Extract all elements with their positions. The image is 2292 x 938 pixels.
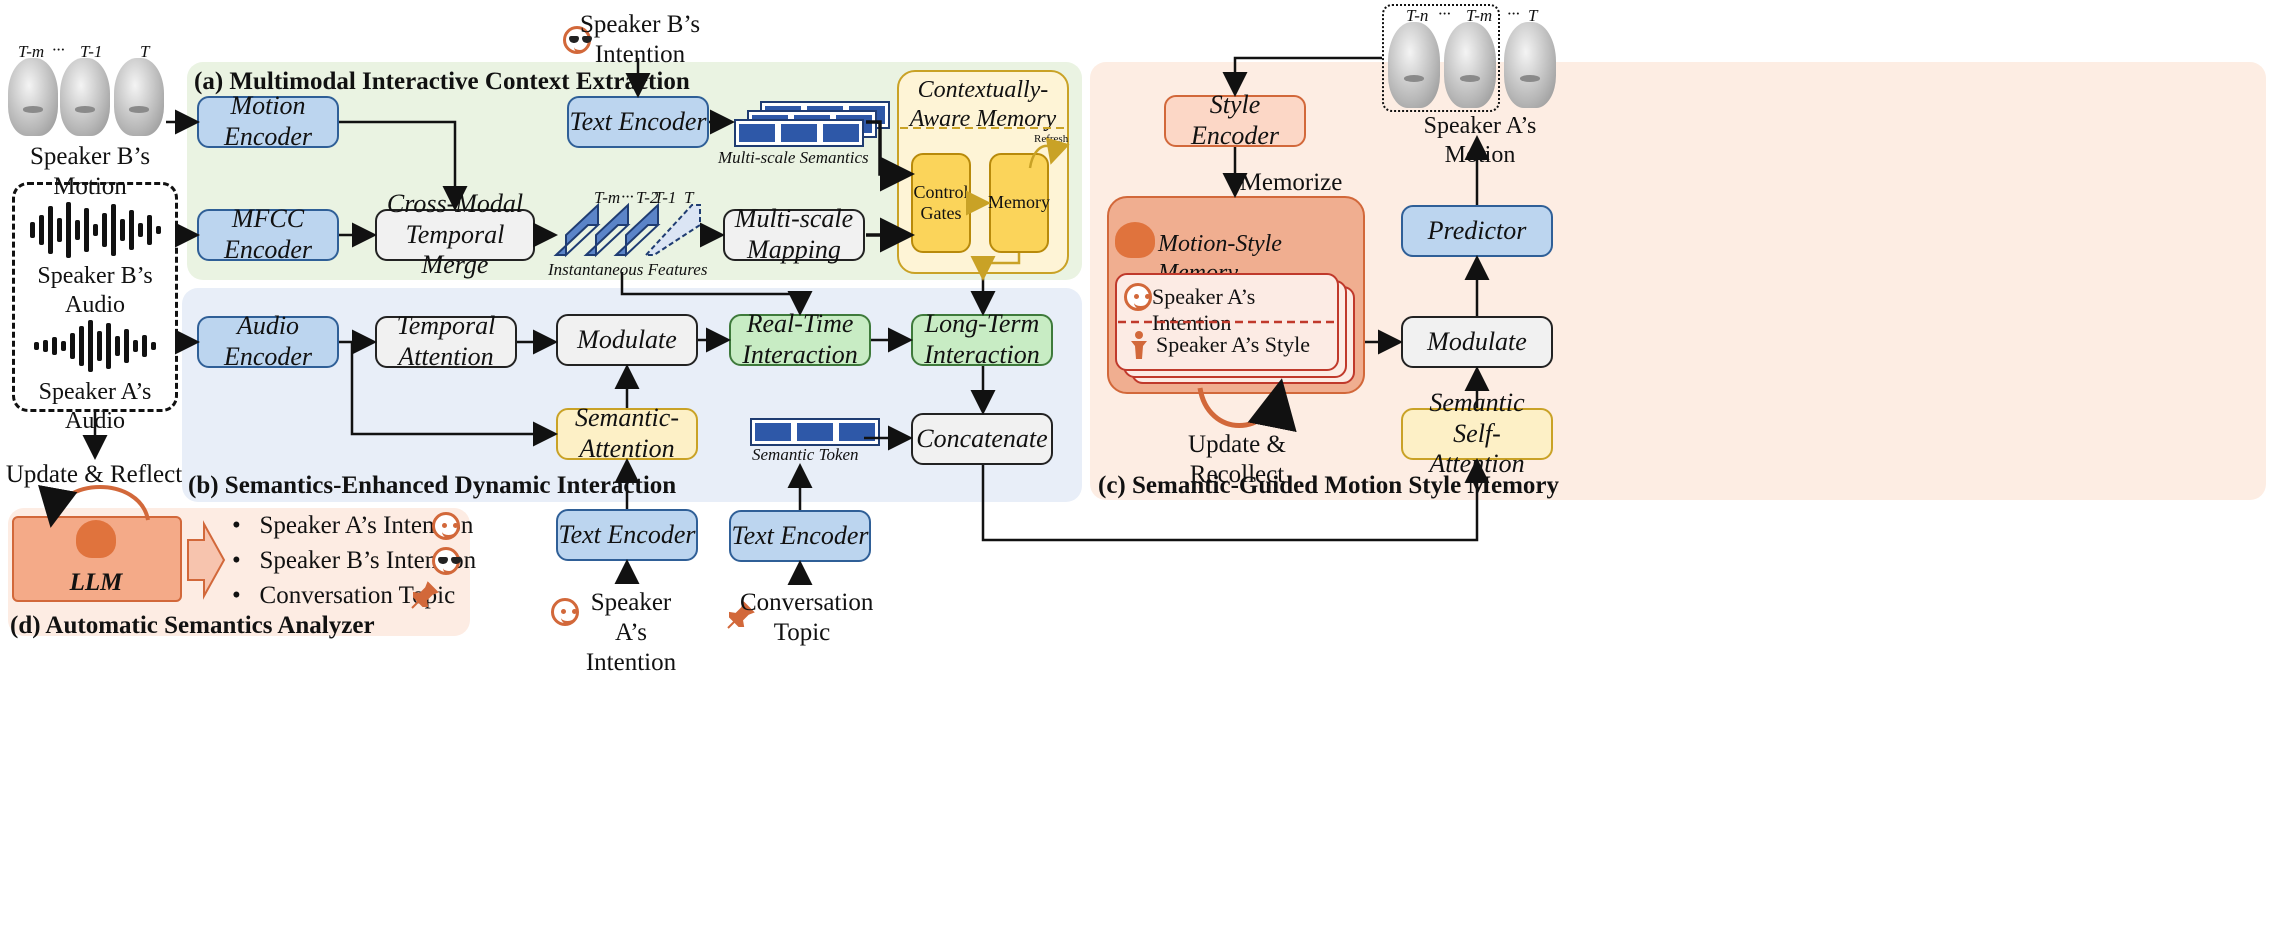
audio-input-group (12, 182, 178, 412)
audio-encoder: Audio Encoder (197, 311, 339, 371)
region-a-title: (a) Multimodal Interactive Context Extra… (194, 68, 690, 95)
update-recollect-label: Update & Recollect (1188, 431, 1286, 488)
region-b-title: (b) Semantics-Enhanced Dynamic Interacti… (188, 472, 677, 499)
frame-label-a-1: T-n (1406, 6, 1429, 25)
speaker-b-intention-icon (563, 26, 591, 54)
speaker-a-intention-label: Speaker A’s Intention (585, 589, 677, 676)
speaker-a-intention-card-label: Speaker A’s Intention (1152, 284, 1256, 336)
contextually-aware-memory-title: Contextually- Aware Memory (909, 77, 1057, 132)
speaker-b-head-2 (60, 58, 110, 136)
region-d-title: (d) Automatic Semantics Analyzer (10, 612, 375, 639)
motion-encoder: Motion Encoder (197, 91, 339, 151)
semantic-token-label: Semantic Token (752, 445, 859, 464)
temporal-attention: Temporal Attention (375, 311, 517, 371)
analyzer-arrow-icon (187, 520, 226, 600)
feature-frame-label-3: T-2 (636, 188, 659, 207)
analyzer-item-2-icon (432, 547, 460, 575)
speaker-a-intention-icon (551, 598, 579, 626)
speaker-a-head-3 (1504, 22, 1556, 108)
modulate-right: Modulate (1401, 316, 1553, 368)
speaker-b-head-3 (114, 58, 164, 136)
speaker-b-waveform (30, 200, 161, 260)
feature-frame-label-4: T-1 (654, 188, 677, 207)
frame-label-b-1: T-m (18, 42, 45, 61)
style-encoder: Style Encoder (1164, 90, 1306, 150)
multi-scale-semantics-tokens (734, 119, 864, 147)
brain-icon-memory (1115, 222, 1155, 258)
speaker-a-intention-card-icon (1124, 283, 1152, 311)
frame-label-b-3: T-1 (80, 42, 103, 61)
text-encoder-bottom-right: Text Encoder (729, 510, 871, 562)
concatenate: Concatenate (911, 413, 1053, 465)
speaker-a-head-2 (1444, 22, 1496, 108)
person-icon (1131, 331, 1147, 359)
multi-scale-semantics-label: Multi-scale Semantics (718, 148, 869, 167)
brain-icon-llm (76, 520, 116, 558)
cross-modal-temporal-merge: Cross-Modal Temporal Merge (375, 189, 535, 279)
long-term-interaction: Long-Term Interaction (911, 309, 1053, 369)
semantic-token (750, 418, 880, 446)
memory-cell: Memory (988, 153, 1050, 253)
llm-label: LLM (69, 569, 123, 596)
frame-label-a-5: T (1528, 6, 1538, 25)
frame-label-b-2: ··· (52, 40, 65, 59)
instantaneous-features-label: Instantaneous Features (548, 260, 708, 279)
semantic-attention: Semantic- Attention (556, 403, 698, 463)
speaker-a-waveform (34, 318, 156, 374)
frame-label-a-4: ··· (1507, 4, 1520, 23)
analyzer-item-3-icon (411, 581, 439, 609)
semantic-self-attention: Semantic Self- Attention (1401, 388, 1553, 478)
frame-label-a-2: ··· (1438, 4, 1451, 23)
speaker-a-audio-label: Speaker A’s Audio (38, 379, 152, 434)
refresh-label: Refresh (1034, 133, 1069, 145)
feature-frame-label-5: T (684, 188, 694, 207)
feature-frame-label-2: ··· (621, 187, 634, 206)
speaker-b-audio-label: Speaker B’s Audio (37, 263, 153, 318)
predictor: Predictor (1401, 205, 1553, 257)
speaker-a-head-1 (1388, 22, 1440, 108)
mfcc-encoder: MFCC Encoder (197, 204, 339, 264)
real-time-interaction: Real-Time Interaction (729, 309, 871, 369)
frame-label-a-3: T-m (1466, 6, 1493, 25)
text-encoder-top: Text Encoder (567, 96, 709, 148)
memorize-label: Memorize (1239, 169, 1343, 196)
update-reflect-label: Update & Reflect (5, 461, 183, 488)
modulate-middle: Modulate (556, 314, 698, 366)
analyzer-item-1-icon (432, 512, 460, 540)
speaker-a-motion-label: Speaker A’s Motion (1423, 113, 1537, 168)
pushpin-icon-bottom (727, 601, 755, 629)
multi-scale-mapping: Multi-scale Mapping (723, 204, 865, 264)
feature-frame-label-1: T-m (594, 188, 621, 207)
text-encoder-bottom-left: Text Encoder (556, 509, 698, 561)
frame-label-b-4: T (140, 42, 150, 61)
speaker-b-intention-label: Speaker B’s Intention (579, 11, 701, 68)
speaker-b-head-1 (8, 58, 58, 136)
speaker-a-style-card-label: Speaker A’s Style (1156, 332, 1310, 357)
conversation-topic-label: Conversation Topic (740, 589, 874, 646)
control-gates: Control Gates (911, 153, 971, 253)
speaker-b-motion-label: Speaker B’s Motion (29, 143, 151, 200)
speaker-a-history-frame (1382, 4, 1500, 112)
